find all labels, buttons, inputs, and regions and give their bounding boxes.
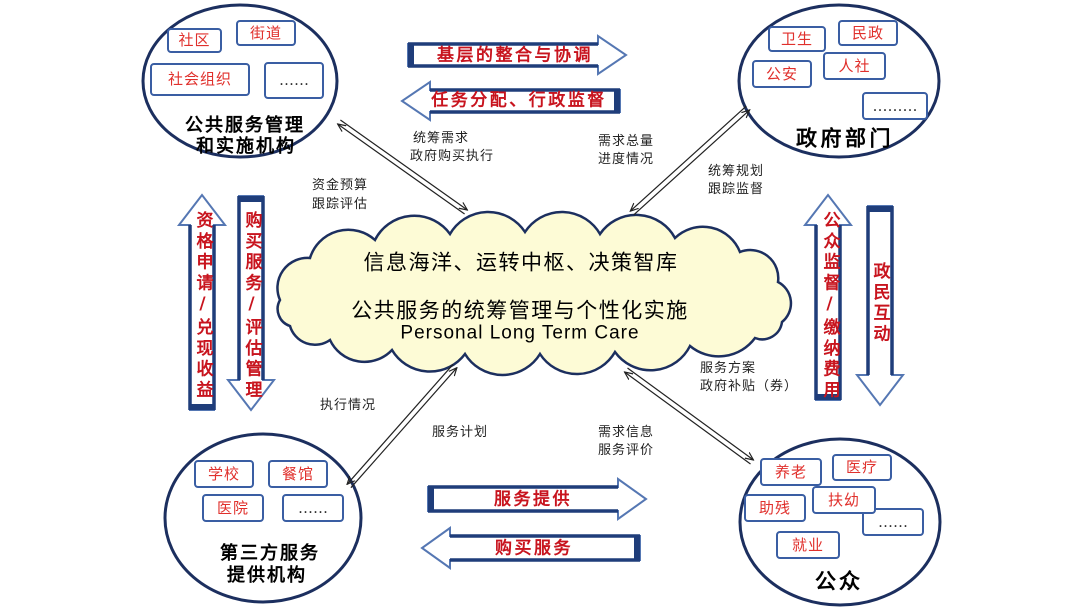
- connector-bottom-left: [347, 363, 457, 489]
- item-box: 社区: [167, 28, 222, 53]
- connector-label: 统筹规划: [708, 164, 765, 179]
- connector-label: 跟踪监督: [708, 182, 765, 197]
- connector-label: 执行情况: [320, 398, 377, 413]
- arrow-label: 购买服务: [495, 538, 573, 559]
- arrow-label-vertical: 购买服务/评估管理: [241, 211, 262, 402]
- node-label: 公众: [815, 569, 863, 594]
- arrow-label: 任务分配、行政监督: [431, 90, 607, 111]
- connector-label: 政府购买执行: [410, 149, 495, 164]
- node-label: 公共服务管理: [185, 115, 305, 136]
- arrow-label-vertical: 政民互动: [869, 262, 890, 346]
- node-label: 和实施机构: [196, 136, 296, 157]
- arrow-eligibility-application: [176, 193, 228, 411]
- item-box: 扶幼: [812, 486, 876, 514]
- connector-label: 服务计划: [432, 425, 489, 440]
- connector-label: 资金预算: [312, 178, 369, 193]
- connector-line: [627, 367, 754, 460]
- item-box: 医院: [202, 494, 264, 522]
- connector-top-right: [630, 105, 750, 216]
- center-title: 公共服务的统筹管理与个性化实施: [351, 298, 689, 323]
- center-tagline: 信息海洋、运转中枢、决策智库: [363, 250, 679, 275]
- item-box: 医疗: [832, 454, 892, 481]
- connector-line: [630, 105, 747, 211]
- item-box: 餐馆: [268, 460, 328, 488]
- connector-label: 需求总量: [598, 134, 655, 149]
- connector-line: [350, 368, 457, 489]
- item-box: 助残: [744, 494, 806, 522]
- arrow-service-provision: [427, 477, 648, 521]
- connector-label: 进度情况: [598, 152, 655, 167]
- node-label: 第三方服务: [220, 543, 320, 564]
- item-box-more: ………: [862, 92, 928, 120]
- item-box: 街道: [236, 20, 296, 46]
- item-box-more: ……: [282, 494, 344, 522]
- connector-top-left: [338, 119, 468, 215]
- connector-line: [340, 119, 467, 210]
- item-box: 就业: [776, 531, 840, 559]
- connector-label: 政府补贴（券）: [700, 379, 799, 394]
- connector-label: 服务方案: [700, 361, 757, 376]
- node-label: 政府部门: [796, 126, 894, 151]
- item-box: 人社: [823, 52, 886, 80]
- item-box: 养老: [760, 458, 822, 486]
- central-cloud: [276, 210, 793, 377]
- connector-line: [625, 372, 751, 465]
- arrow-government-citizen-interaction: [854, 205, 906, 407]
- arrow-purchase-evaluation: [225, 195, 277, 412]
- item-box: 社会组织: [150, 63, 250, 96]
- item-box: 民政: [838, 20, 898, 46]
- arrow-label-vertical: 资格申请/兑现收益: [192, 211, 213, 402]
- connector-label: 跟踪评估: [312, 197, 369, 212]
- arrow-label: 基层的整合与协调: [437, 45, 593, 66]
- item-box: 公安: [752, 60, 812, 88]
- arrow-integration-coordination: [407, 34, 628, 76]
- connector-line: [338, 124, 465, 215]
- item-box-more: ……: [264, 62, 324, 99]
- connector-line: [347, 363, 454, 484]
- arrow-service-purchase: [420, 526, 641, 570]
- arrow-label-vertical: 公众监督/缴纳费用: [819, 211, 840, 402]
- connector-bottom-right: [625, 367, 754, 465]
- connector-line: [633, 110, 750, 216]
- connector-label: 需求信息: [598, 425, 655, 440]
- item-box-more: ……: [862, 508, 924, 536]
- item-box: 卫生: [768, 26, 826, 52]
- item-box: 学校: [194, 460, 254, 488]
- connector-label: 服务评价: [598, 443, 655, 458]
- connector-label: 统筹需求: [413, 131, 470, 146]
- arrow-task-allocation-supervision: [400, 80, 621, 122]
- arrow-label: 服务提供: [494, 489, 572, 510]
- arrow-public-supervision: [802, 193, 854, 401]
- node-label: 提供机构: [227, 565, 307, 586]
- center-subtitle: Personal Long Term Care: [400, 322, 640, 344]
